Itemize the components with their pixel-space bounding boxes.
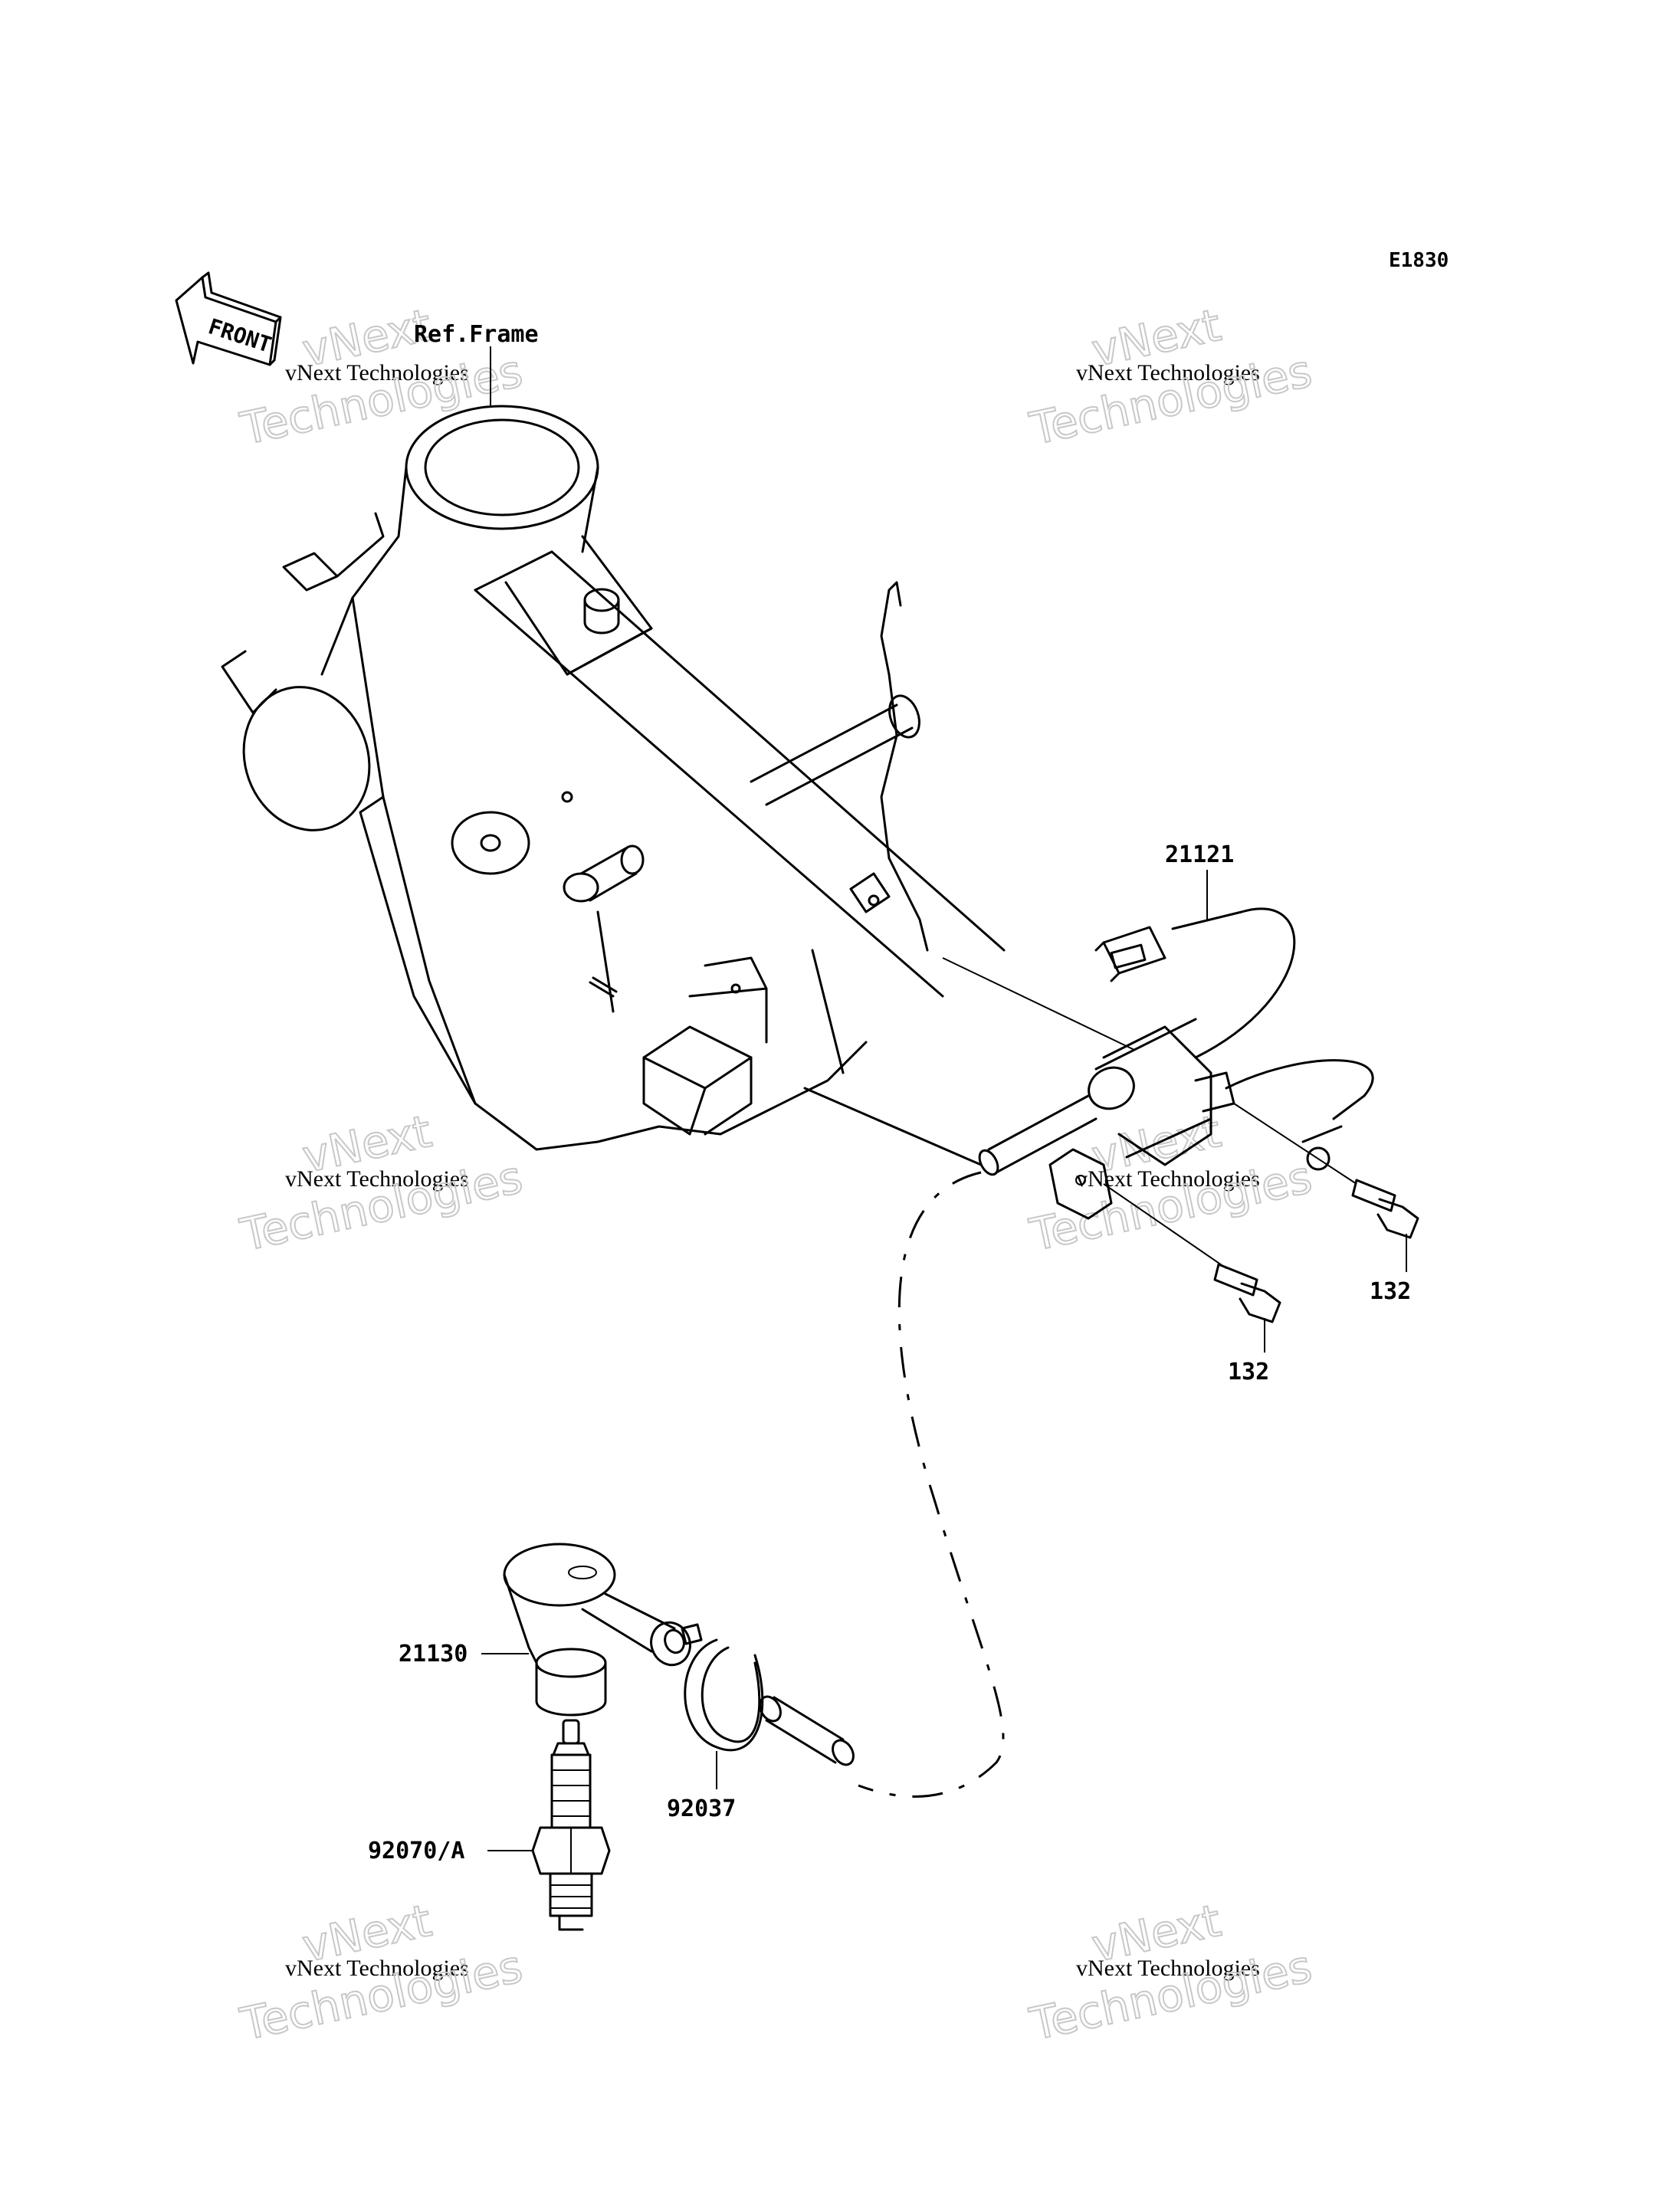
bolt-left[interactable] [1213, 1263, 1281, 1353]
diagram-code: E1830 [1389, 249, 1449, 272]
svg-text:vNext Technologies: vNext Technologies [1076, 1956, 1260, 1981]
svg-text:vNext Technologies: vNext Technologies [1076, 360, 1260, 385]
front-arrow-icon: FRONT [175, 271, 282, 366]
plug-cap[interactable] [503, 1543, 696, 1717]
ref-frame-label: Ref.Frame [414, 321, 539, 348]
svg-text:vNext Technologies: vNext Technologies [285, 1956, 469, 1981]
ht-lead-end [759, 1695, 855, 1766]
spark-plug[interactable] [531, 1719, 611, 1931]
frame-drawing [221, 405, 1006, 1166]
part-number-spark-plug: 92070/A [368, 1838, 464, 1864]
ht-lead-path [858, 1171, 1005, 1798]
mount-guide-lines [942, 957, 1357, 1269]
front-label: FRONT [205, 313, 274, 357]
part-number-bolt-right: 132 [1370, 1278, 1411, 1305]
bolt-right[interactable] [1351, 1179, 1419, 1272]
watermark-bottom-left: vNext vNext Technologies Technologies [235, 1894, 528, 2051]
watermark-mid-left: vNext vNext Technologies Technologies [235, 1104, 528, 1262]
part-number-bolt-left: 132 [1228, 1359, 1269, 1385]
ignition-coil[interactable] [976, 907, 1374, 1220]
part-number-coil: 21121 [1165, 841, 1234, 868]
svg-text:vNext Technologies: vNext Technologies [285, 1166, 469, 1192]
part-number-clamp: 92037 [667, 1795, 736, 1822]
clamp[interactable] [681, 1623, 764, 1789]
watermark-bottom-right: vNext vNext Technologies Technologies [1025, 1894, 1317, 2051]
part-number-plug-cap: 21130 [399, 1641, 468, 1667]
watermark-top-right: vNext vNext Technologies Technologies [1025, 298, 1317, 456]
svg-text:vNext Technologies: vNext Technologies [285, 360, 469, 385]
